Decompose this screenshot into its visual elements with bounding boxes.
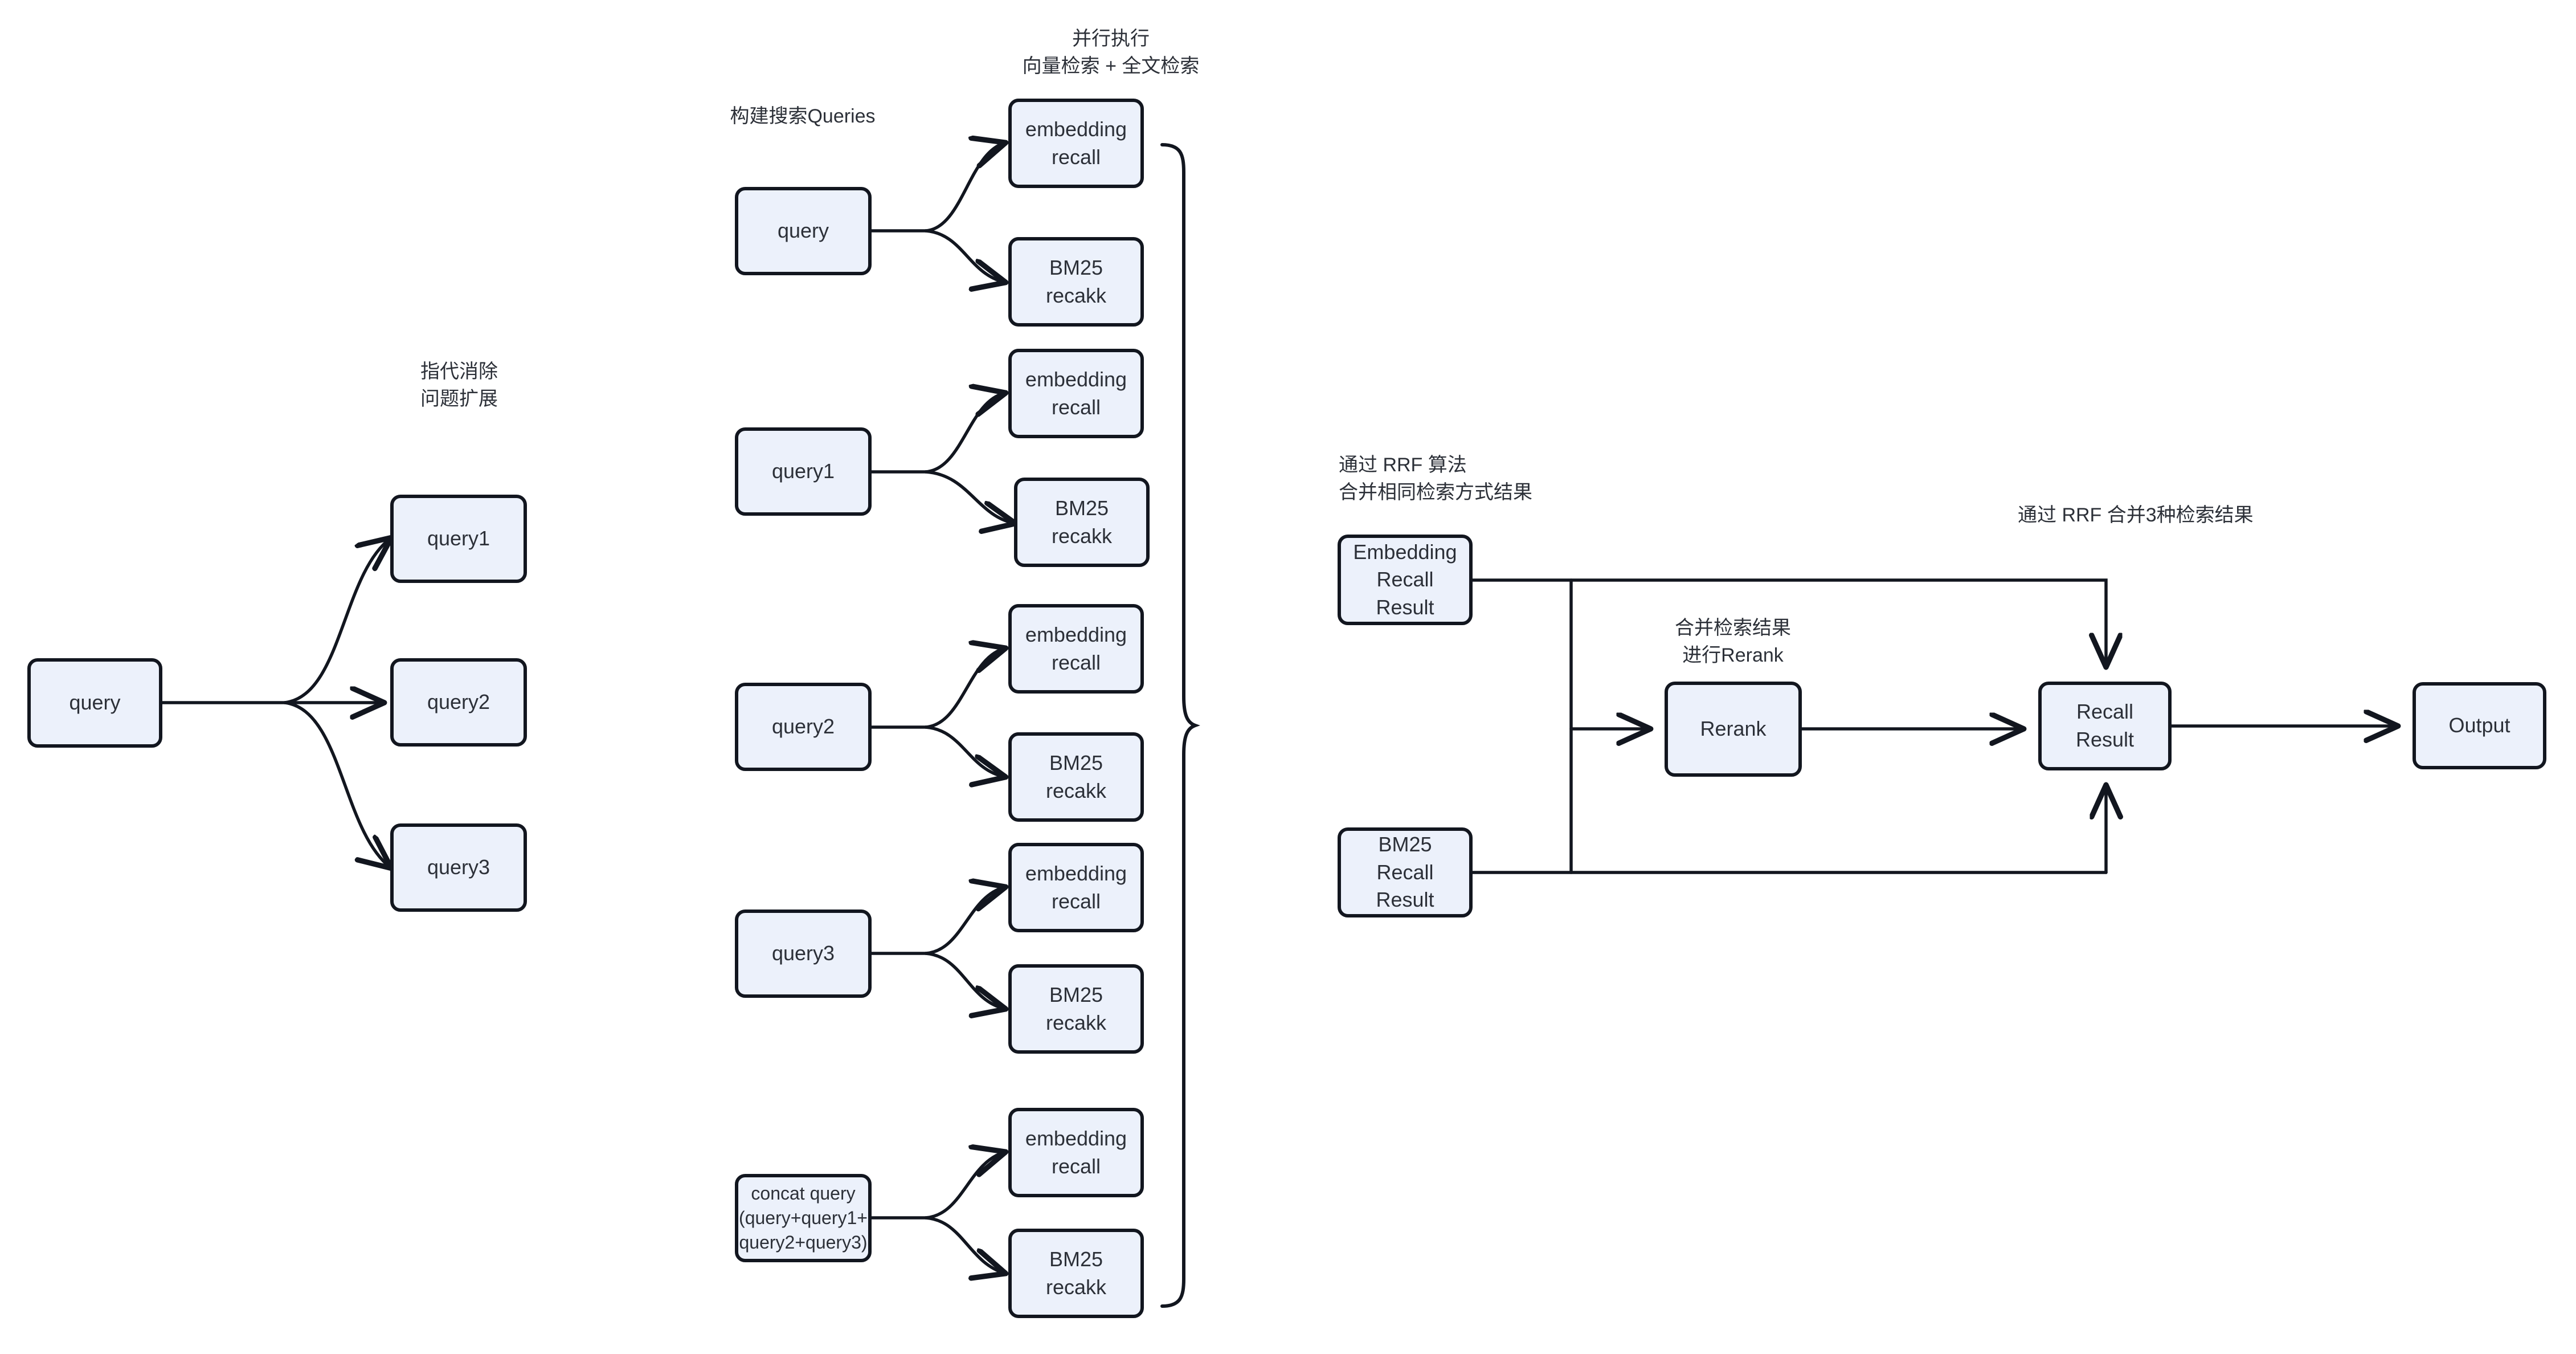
node-expanded-query2[interactable]: query2 <box>390 658 527 747</box>
node-bm25-recall-4[interactable]: BM25 recakk <box>1008 1229 1144 1318</box>
node-embedding-recall-1[interactable]: embedding recall <box>1008 349 1144 438</box>
node-search-query-1[interactable]: query1 <box>735 427 872 516</box>
node-search-query-concat[interactable]: concat query (query+query1+ query2+query… <box>735 1174 872 1262</box>
node-bm25-recall-3[interactable]: BM25 recakk <box>1008 964 1144 1054</box>
annotation-parallel-exec: 并行执行 向量检索 + 全文检索 <box>1022 28 1200 78</box>
node-embedding-recall-0[interactable]: embedding recall <box>1008 99 1144 188</box>
node-search-query-3[interactable]: query3 <box>735 910 872 998</box>
annotation-rrf-merge-three: 通过 RRF 合并3种检索结果 <box>2018 504 2254 526</box>
node-bm25-recall-1[interactable]: BM25 recakk <box>1014 478 1150 567</box>
annotation-build-queries: 构建搜索Queries <box>730 105 876 127</box>
node-embedding-recall-result[interactable]: Embedding Recall Result <box>1338 535 1473 625</box>
node-recall-result[interactable]: Recall Result <box>2038 682 2172 770</box>
node-embedding-recall-4[interactable]: embedding recall <box>1008 1108 1144 1197</box>
annotation-rrf-merge-same: 通过 RRF 算法 合并相同检索方式结果 <box>1339 454 1532 504</box>
node-bm25-recall-0[interactable]: BM25 recakk <box>1008 237 1144 327</box>
node-embedding-recall-3[interactable]: embedding recall <box>1008 843 1144 932</box>
node-embedding-recall-2[interactable]: embedding recall <box>1008 604 1144 694</box>
annotation-coref-expand: 指代消除 问题扩展 <box>420 361 498 410</box>
annotation-merge-rerank: 合并检索结果 进行Rerank <box>1675 617 1791 667</box>
node-expanded-query1[interactable]: query1 <box>390 495 527 583</box>
node-output[interactable]: Output <box>2413 682 2546 769</box>
node-search-query-2[interactable]: query2 <box>735 683 872 771</box>
node-search-query-0[interactable]: query <box>735 187 872 275</box>
node-expanded-query3[interactable]: query3 <box>390 823 527 912</box>
node-bm25-recall-result[interactable]: BM25 Recall Result <box>1338 827 1473 917</box>
node-bm25-recall-2[interactable]: BM25 recakk <box>1008 732 1144 822</box>
node-rerank[interactable]: Rerank <box>1665 682 1802 777</box>
node-query-source[interactable]: query <box>27 658 162 748</box>
